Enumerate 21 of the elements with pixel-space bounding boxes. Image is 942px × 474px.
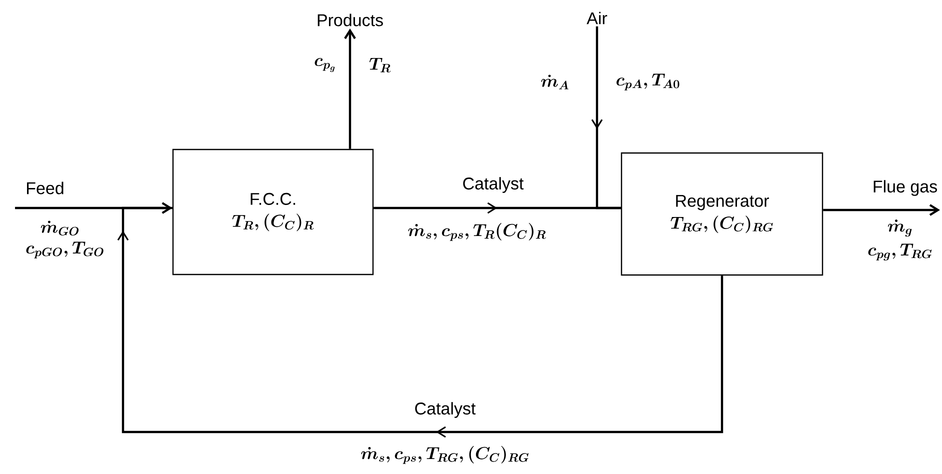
arrow [823, 204, 940, 216]
edge-label: Catalyst [461, 176, 525, 194]
process-box: F.C.C. $T_R , (C_C)_R$ [172, 148, 374, 276]
variable-label: $c_{pGO} , T_{GO}$ [26, 242, 104, 258]
stream-label: Air [586, 12, 608, 24]
edge-label: Catalyst [413, 401, 477, 419]
variable-label: $\dot{m}_s , c_{ps} , T_{RG} , (C_C)_{RG}$ [361, 446, 529, 464]
arrow [344, 28, 356, 149]
stream-label: Products [318, 14, 383, 26]
arrow [15, 202, 172, 214]
variable-label: $\dot{m}_A$ [541, 74, 568, 90]
variable-label: $T_R$ [369, 58, 391, 72]
variable-label: $c_{pg} , T_{RG}$ [868, 244, 932, 260]
variable-label: $\dot{m}_s , c_{ps} , T_R (C_C)_R$ [408, 223, 546, 241]
edge-label: Feed [24, 180, 66, 196]
variable-label: $\dot{m}_{GO}$ [40, 220, 79, 236]
variable-label: $c_{pA} , T_{A0}$ [616, 74, 680, 90]
process-box: Regenerator $T_{RG} , (C_C)_{RG}$ [620, 152, 824, 276]
variable-label: $c_{p_g}$ [314, 58, 335, 72]
edge-label: Flue gas [871, 179, 939, 197]
variable-label: $\dot{m}_g$ [888, 220, 912, 237]
